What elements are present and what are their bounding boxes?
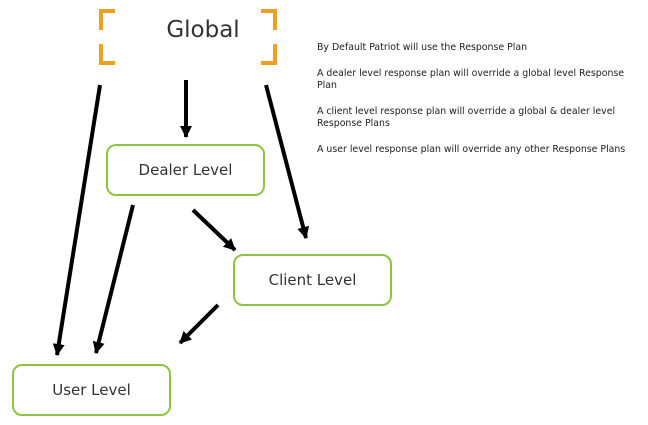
dealer-level-node: Dealer Level <box>106 144 265 196</box>
global-bracket-left <box>99 9 115 65</box>
arrow-global-to-client <box>264 84 310 239</box>
client-level-node: Client Level <box>233 254 392 306</box>
global-node-label: Global <box>166 17 240 43</box>
arrow-dealer-to-client <box>191 208 237 252</box>
bracket-gap <box>99 30 103 44</box>
user-level-label: User Level <box>52 381 131 399</box>
client-level-label: Client Level <box>268 271 357 289</box>
note-dealer-override: A dealer level response plan will overri… <box>317 68 625 91</box>
notes-panel: By Default Patriot will use the Response… <box>317 42 642 170</box>
note-client-override: A client level response plan will overri… <box>317 106 616 129</box>
bracket-gap <box>273 30 277 44</box>
note-default-plan: By Default Patriot will use the Response… <box>317 42 528 53</box>
arrow-client-to-user <box>178 303 220 345</box>
arrow-dealer-to-user <box>92 204 135 354</box>
user-level-node: User Level <box>12 364 171 416</box>
arrow-global-to-user <box>52 84 102 356</box>
global-bracket-right <box>261 9 277 65</box>
note-user-override: A user level response plan will override… <box>317 144 626 155</box>
dealer-level-label: Dealer Level <box>138 161 233 179</box>
